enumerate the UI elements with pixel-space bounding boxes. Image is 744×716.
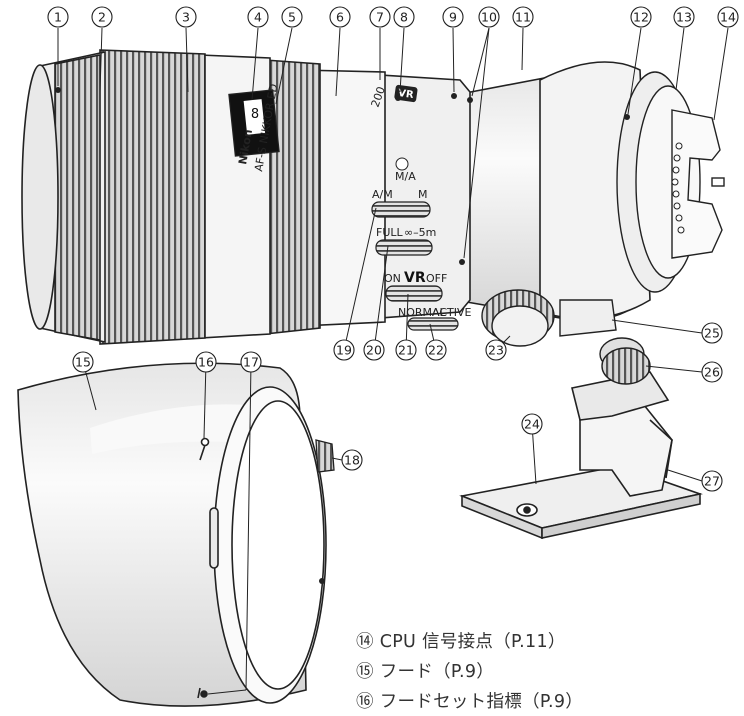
vr-badge-label: VR [397,88,414,101]
callout-16: 16 [195,351,217,373]
svg-text:1: 1 [54,10,62,25]
callout-20: 20 [363,339,385,361]
caption-number: ⑭ [356,632,374,652]
callout-7: 7 [369,6,391,28]
tripod-foot-lock-knob[interactable] [599,337,651,385]
callout-21: 21 [395,339,417,361]
svg-text:11: 11 [515,10,531,25]
svg-text:3: 3 [182,10,190,25]
svg-text:20: 20 [366,343,382,358]
callout-13: 13 [673,6,695,28]
callout-markers: 1 2 3 4 5 6 7 8 9 10 11 12 13 14 15 16 1… [47,6,739,492]
svg-text:14: 14 [720,10,736,25]
caption-text: フードセット指標（P.9） [379,692,584,712]
svg-text:10: 10 [481,10,497,25]
svg-text:27: 27 [704,474,720,489]
label-normal: NORMAL [398,306,447,319]
callout-24: 24 [521,413,543,435]
cpu-contacts [671,142,685,234]
label-vr: VR [404,270,426,286]
callout-22: 22 [425,339,447,361]
svg-text:25: 25 [704,326,720,341]
caption-number: ⑮ [356,662,374,682]
label-am: A/M [372,188,393,201]
svg-text:15: 15 [75,355,91,370]
tripod-foot-stub [559,299,617,337]
callout-11: 11 [512,6,534,28]
focus-mode-switch[interactable] [371,201,431,218]
callout-25: 25 [701,322,723,344]
label-m: M [418,188,428,201]
svg-text:16: 16 [198,355,214,370]
svg-text:24: 24 [524,417,540,432]
svg-text:26: 26 [704,365,720,380]
label-limit: ∞–5m [404,226,436,239]
tripod-foot [459,371,703,540]
caption-hood-index: ⑯ フードセット指標（P.9） [356,688,583,713]
callout-8: 8 [393,6,415,28]
svg-text:8: 8 [251,107,259,122]
svg-text:21: 21 [398,343,414,358]
callout-14: 14 [717,6,739,28]
tripod-collar-knob[interactable] [481,289,555,347]
focus-limit-switch[interactable] [375,239,433,256]
lens-barrel [21,49,661,345]
callout-17: 17 [240,351,262,373]
label-full: FULL [376,226,404,239]
svg-text:4: 4 [254,10,262,25]
caption-text: CPU 信号接点（P.11） [379,632,566,652]
callout-9: 9 [442,6,464,28]
callout-12: 12 [630,6,652,28]
callout-23: 23 [485,339,507,361]
caption-text: フード（P.9） [379,662,495,682]
svg-text:6: 6 [336,10,344,25]
callout-15: 15 [72,351,94,373]
svg-text:17: 17 [243,355,259,370]
label-active: ACTIVE [432,306,472,319]
svg-text:8: 8 [400,10,408,25]
vr-on-off-switch[interactable] [385,285,443,302]
svg-text:5: 5 [288,10,296,25]
callout-leaders [57,27,729,695]
caption-hood: ⑮ フード（P.9） [356,658,494,683]
caption-cpu-contacts: ⑭ CPU 信号接点（P.11） [356,628,566,653]
callout-27: 27 [701,470,723,492]
callout-18: 18 [341,449,363,471]
hood-lock-button[interactable] [315,439,335,584]
callout-19: 19 [333,339,355,361]
callout-10: 10 [478,6,500,28]
callout-4: 4 [247,6,269,28]
label-ma: M/A [395,170,416,183]
svg-text:12: 12 [633,10,649,25]
index-marks [55,87,630,265]
svg-text:22: 22 [428,343,444,358]
lens-mount [616,71,725,293]
callout-2: 2 [91,6,113,28]
callout-5: 5 [281,6,303,28]
distance-window: 8 [228,89,280,157]
svg-text:13: 13 [676,10,692,25]
vr-mode-switch[interactable] [407,317,459,331]
callout-26: 26 [701,361,723,383]
label-vr-on: ON [384,272,401,285]
caption-number: ⑯ [356,692,374,712]
svg-text:7: 7 [376,10,384,25]
svg-text:19: 19 [336,343,352,358]
brand-mark: Nikon [236,128,255,165]
svg-text:23: 23 [488,343,504,358]
svg-text:18: 18 [344,453,360,468]
svg-text:9: 9 [449,10,457,25]
lens-hood [17,362,327,707]
svg-text:2: 2 [98,10,106,25]
callout-3: 3 [175,6,197,28]
callout-1: 1 [47,6,69,28]
switch-panel: A/M M/A M FULL ∞–5m ON VR OFF NORMAL ACT… [371,157,472,331]
callout-6: 6 [329,6,351,28]
label-vr-off: OFF [426,272,447,285]
